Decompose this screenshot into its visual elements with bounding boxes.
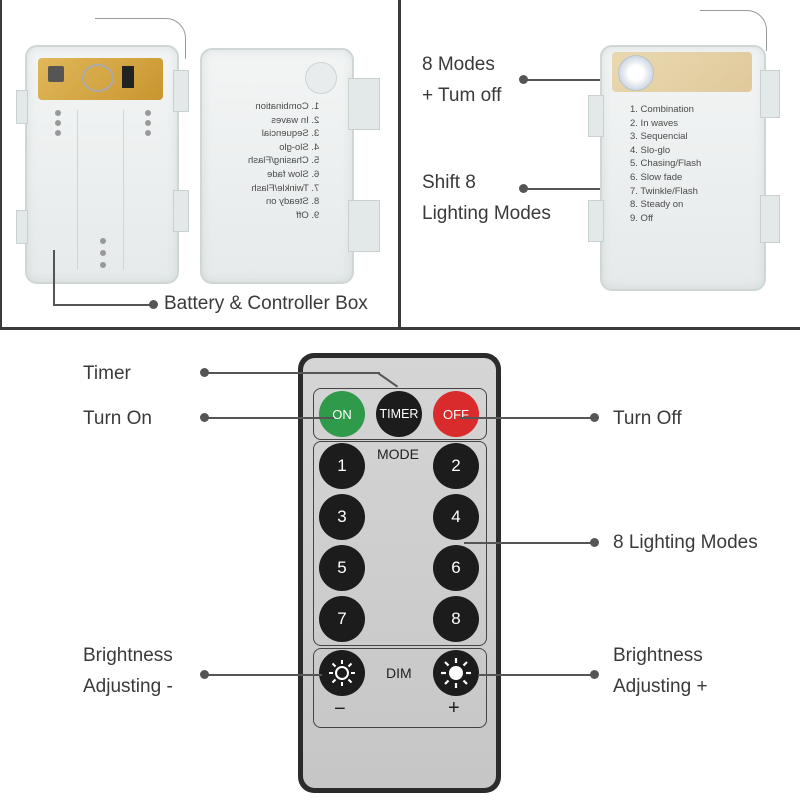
callout-modes-button-line2: + Tum off — [422, 85, 502, 106]
callout-shift-modes-line1: Shift 8 — [422, 172, 476, 193]
mode-5-button[interactable]: 5 — [319, 545, 365, 591]
callout-dot — [590, 670, 599, 679]
battery-box-caption: Battery & Controller Box — [164, 293, 368, 314]
lid-tab — [348, 78, 380, 130]
spring-icon — [55, 110, 61, 136]
push-button-icon — [48, 66, 64, 82]
sun-dim-icon — [329, 660, 355, 686]
spring-icon — [100, 238, 106, 268]
callout-8-lighting-modes: 8 Lighting Modes — [613, 532, 758, 553]
vertical-divider — [398, 0, 401, 330]
box-mode-item: 2. In waves — [630, 117, 679, 129]
box-mode-item: 7. Twinkle/Flash — [630, 185, 698, 197]
mode-8-button[interactable]: 8 — [433, 596, 479, 642]
mode-7-button[interactable]: 7 — [319, 596, 365, 642]
box-mode-item: 9. Off — [630, 212, 654, 224]
on-button[interactable]: ON — [319, 391, 365, 437]
lid-knob — [305, 62, 337, 94]
mode-2-button[interactable]: 2 — [433, 443, 479, 489]
callout-line — [478, 674, 592, 676]
lid-mode-item: 5. Chasing/Flash — [248, 155, 320, 167]
off-button[interactable]: OFF — [433, 391, 479, 437]
callout-brightness-plus-line2: Adjusting + — [613, 676, 708, 697]
lid-mode-item: 6. Slow fade — [267, 168, 320, 180]
battery-divider — [123, 110, 124, 270]
box-tab — [760, 70, 780, 118]
lid-mode-item: 3. Sequencial — [261, 128, 320, 140]
box-mode-item: 8. Steady on — [630, 199, 684, 211]
wire-icon — [95, 18, 186, 59]
callout-line — [204, 417, 334, 419]
mode-3-button[interactable]: 3 — [319, 494, 365, 540]
sun-bright-icon — [441, 658, 471, 688]
compartment-tab — [173, 70, 189, 112]
chip-icon — [122, 66, 134, 88]
mode-1-button[interactable]: 1 — [319, 443, 365, 489]
callout-line — [460, 417, 592, 419]
box-mode-item: 1. Combination — [630, 104, 694, 115]
callout-line — [464, 542, 592, 544]
box-mode-item: 6. Slow fade — [630, 171, 683, 183]
box-mode-item: 5. Chasing/Flash — [630, 158, 702, 170]
compartment-tab — [173, 190, 189, 232]
callout-turn-off: Turn Off — [613, 408, 682, 429]
lid-mode-item: 8. Steady on — [265, 196, 320, 208]
callout-turn-on: Turn On — [83, 408, 152, 429]
mode-6-button[interactable]: 6 — [433, 545, 479, 591]
callout-line — [523, 188, 629, 190]
callout-dot — [590, 538, 599, 547]
callout-timer: Timer — [83, 363, 131, 384]
wire-loop — [82, 64, 114, 92]
brightness-down-button[interactable] — [319, 650, 365, 696]
lid-mode-item: 7. Twinkle/Flash — [251, 182, 320, 194]
mode-panel — [313, 441, 487, 646]
mode-label: MODE — [377, 446, 419, 462]
lid-mode-item: 4. Slo-glo — [279, 141, 320, 153]
lid-mode-item: 9. Off — [296, 209, 320, 221]
compartment-tab — [16, 90, 28, 124]
callout-dot — [590, 413, 599, 422]
callout-line — [53, 250, 55, 305]
callout-modes-button-line1: 8 Modes — [422, 54, 495, 75]
callout-brightness-minus-line1: Brightness — [83, 645, 173, 666]
lid-mode-item: 2. In waves — [271, 114, 320, 126]
box-mode-item: 3. Sequencial — [630, 131, 688, 143]
top-border-left — [0, 0, 2, 330]
dim-label: DIM — [386, 665, 412, 681]
horizontal-divider — [0, 327, 800, 330]
lid-mode-item: 1. Combination — [255, 101, 320, 112]
callout-line — [204, 372, 380, 374]
minus-symbol: − — [334, 698, 346, 720]
callout-line — [53, 304, 153, 306]
lid-tab — [348, 200, 380, 252]
box-tab — [760, 195, 780, 243]
compartment-tab — [16, 210, 28, 244]
callout-line — [204, 674, 322, 676]
timer-button[interactable]: TIMER — [376, 391, 422, 437]
callout-shift-modes-line2: Lighting Modes — [422, 203, 551, 224]
box-tab — [588, 95, 604, 137]
dim-panel — [313, 648, 487, 728]
power-panel — [313, 388, 487, 440]
callout-dot — [149, 300, 158, 309]
plus-symbol: + — [448, 697, 460, 719]
spring-icon — [145, 110, 151, 136]
wire-icon — [700, 10, 767, 51]
callout-brightness-minus-line2: Adjusting - — [83, 676, 173, 697]
callout-brightness-plus-line1: Brightness — [613, 645, 703, 666]
callout-line — [523, 79, 629, 81]
brightness-up-button[interactable] — [433, 650, 479, 696]
mode-push-button-icon — [618, 55, 654, 91]
mode-4-button[interactable]: 4 — [433, 494, 479, 540]
box-tab — [588, 200, 604, 242]
box-mode-item: 4. Slo-glo — [630, 144, 671, 156]
battery-divider — [77, 110, 78, 270]
